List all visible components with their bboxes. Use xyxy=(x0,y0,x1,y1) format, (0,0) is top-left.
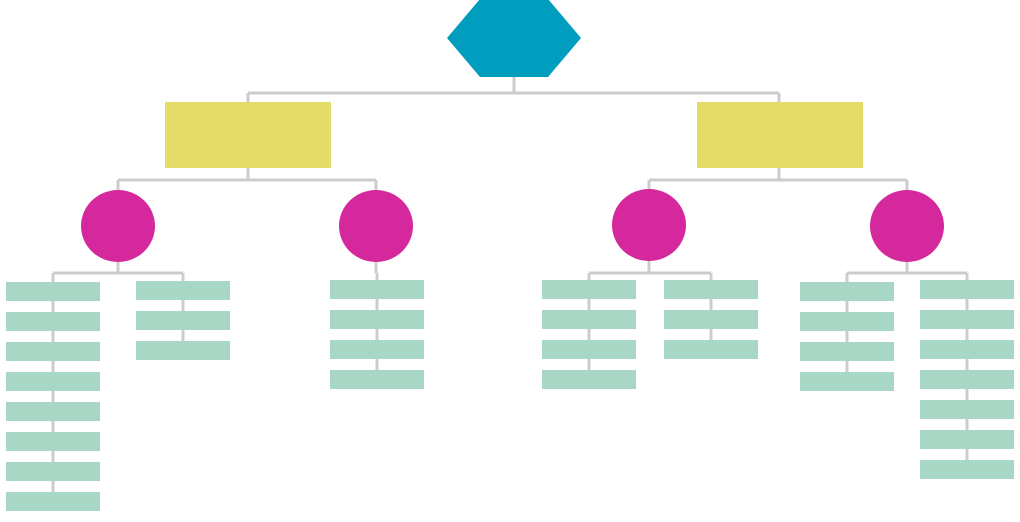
leaf-node xyxy=(330,370,424,389)
leaf-node xyxy=(920,460,1014,479)
leaf-node xyxy=(800,282,894,301)
leaf-node xyxy=(800,342,894,361)
leaf-node xyxy=(6,492,100,511)
leaf-node xyxy=(920,340,1014,359)
leaf-node xyxy=(136,341,230,360)
leaf-node xyxy=(6,372,100,391)
level1-node xyxy=(697,102,863,168)
leaf-node xyxy=(6,462,100,481)
leaf-node xyxy=(920,400,1014,419)
leaf-node xyxy=(542,370,636,389)
leaf-node xyxy=(6,432,100,451)
leaf-node xyxy=(330,310,424,329)
leaf-node xyxy=(330,340,424,359)
leaf-node xyxy=(800,372,894,391)
level2-node xyxy=(870,190,944,262)
leaf-node xyxy=(664,280,758,299)
leaf-node xyxy=(920,430,1014,449)
leaf-node xyxy=(920,280,1014,299)
leaf-node xyxy=(664,310,758,329)
leaf-node xyxy=(136,281,230,300)
level2-node xyxy=(81,190,155,262)
leaf-node xyxy=(542,310,636,329)
leaf-node xyxy=(664,340,758,359)
leaf-node xyxy=(330,280,424,299)
level1-node xyxy=(165,102,331,168)
leaf-node xyxy=(6,282,100,301)
root-node xyxy=(447,0,581,77)
leaf-node xyxy=(920,310,1014,329)
leaf-node xyxy=(800,312,894,331)
leaf-node xyxy=(542,280,636,299)
level2-node xyxy=(612,189,686,261)
leaf-node xyxy=(6,342,100,361)
level2-node xyxy=(339,190,413,262)
leaf-node xyxy=(920,370,1014,389)
leaf-node xyxy=(6,402,100,421)
leaf-node xyxy=(542,340,636,359)
leaf-node xyxy=(6,312,100,331)
leaf-node xyxy=(136,311,230,330)
